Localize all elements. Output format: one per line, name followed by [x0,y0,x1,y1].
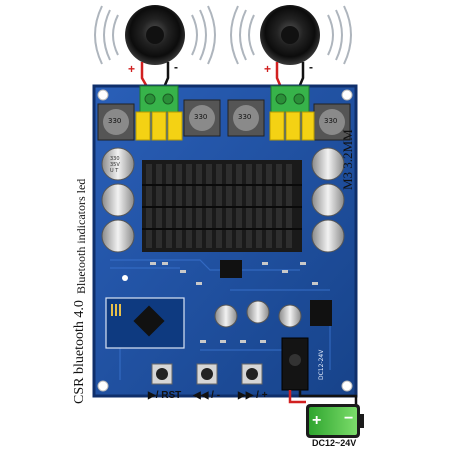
left-speaker-minus: - [174,60,178,74]
terminal-right [270,85,310,113]
mount-hole-label-wrap: M3 3.2MM [340,80,356,190]
indicator-led [122,275,128,281]
sound-waves [94,5,352,65]
heatsink [142,160,302,252]
speaker-right [260,5,320,65]
left-speaker-plus: + [128,62,136,76]
pcb-power-marking: DC12-24V [318,349,325,380]
tact-switches [151,363,263,385]
right-speaker-plus: + [264,62,272,76]
film-capacitors [135,111,315,141]
inductor-marking: 330 [108,117,122,125]
battery-icon [306,404,364,438]
power-input-label: DC12~24V [312,438,357,448]
speaker-left [125,5,185,65]
previous-volume-down-label: ◀◀ / - [193,390,221,401]
electrolytic-capacitors [101,147,345,328]
bluetooth-module [105,297,185,349]
inductors [97,99,351,141]
ic-chip [220,260,242,278]
inductor-marking: 330 [324,117,338,125]
dc-jack [281,337,309,391]
capacitor-voltage: 35V [110,162,120,168]
regulator [310,300,332,326]
battery-plus-sign: + [312,412,322,429]
mount-hole-label: M3 3.2MM [340,129,355,190]
next-volume-up-label: ▶▶ / + [238,390,268,401]
battery-minus-sign: − [344,410,354,427]
inductor-marking: 330 [238,113,252,121]
play-reset-label: ▶/ RST [148,390,182,401]
terminal-left [139,85,179,113]
right-speaker-minus: - [309,60,313,74]
bluetooth-module-label: CSR bluetooth 4.0 [72,300,87,404]
inductor-marking: 330 [194,113,208,121]
indicator-led-label: Bluetooth indicators led [74,178,88,294]
capacitor-series: U T [110,168,119,174]
capacitor-value: 330 [110,156,120,162]
